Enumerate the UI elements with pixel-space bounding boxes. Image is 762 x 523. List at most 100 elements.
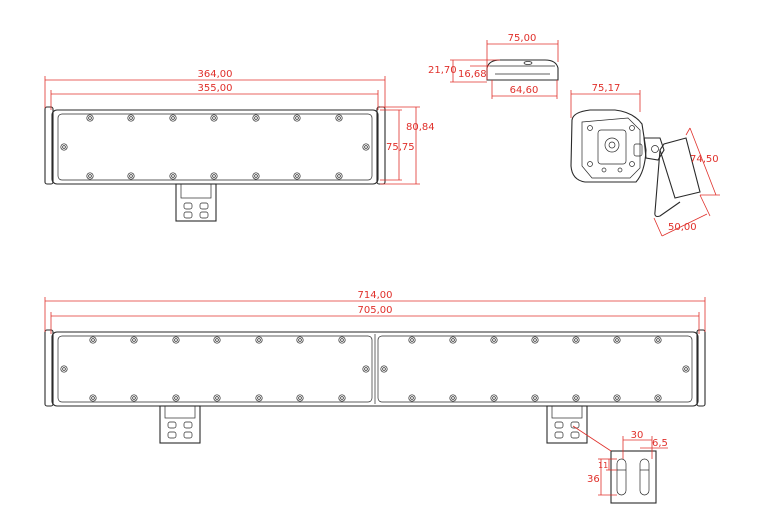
screw-head: [252, 114, 260, 122]
short-bar-dimensions: 364,00 355,00 80,84 75,75: [44, 69, 435, 185]
long-bar-lens-width-label: 705,00: [358, 305, 393, 316]
long-bar-overall-width-label: 714,00: [358, 290, 393, 301]
screw-center: [62, 367, 66, 371]
screw-center: [215, 338, 219, 342]
screw-center: [298, 396, 302, 400]
screw-center: [174, 338, 178, 342]
screw-center: [492, 338, 496, 342]
top-view-inner-height-label: 16,68: [458, 69, 487, 80]
short-bar-lens: [57, 113, 373, 181]
side-view-width-label: 75,17: [592, 83, 621, 94]
screw-center: [574, 396, 578, 400]
screw-head: [572, 394, 580, 402]
screw-center: [340, 338, 344, 342]
screw-head: [60, 143, 68, 151]
screw-head: [60, 365, 68, 373]
screw-head: [490, 336, 498, 344]
screw-head: [449, 336, 457, 344]
short-bar-overall-height-label: 80,84: [406, 122, 435, 133]
top-view-profile: [486, 59, 559, 81]
screw-head: [408, 394, 416, 402]
top-view-lens-width-label: 64,60: [510, 85, 539, 96]
screw-head: [338, 336, 346, 344]
screw-head: [362, 365, 370, 373]
screw-center: [91, 396, 95, 400]
screw-center: [656, 338, 660, 342]
screw-center: [337, 174, 341, 178]
bracket-detail-dimensions: 30 6,5 11 36: [572, 425, 668, 496]
screw-center: [410, 396, 414, 400]
long-bar-dimensions: 714,00 705,00: [44, 290, 706, 334]
bracket-width-label: 30: [631, 430, 644, 441]
bracket-slot-width-label: 6,5: [652, 438, 668, 449]
screw-center: [132, 338, 136, 342]
long-bar-screws: [60, 336, 690, 402]
screw-center: [88, 174, 92, 178]
screw-center: [451, 396, 455, 400]
screw-head: [293, 172, 301, 180]
screw-center: [257, 396, 261, 400]
long-bar-housing: [51, 331, 699, 407]
screw-center: [615, 396, 619, 400]
screw-center: [533, 396, 537, 400]
screw-head: [172, 394, 180, 402]
long-bar-mount-bracket-right: [546, 405, 588, 444]
screw-head: [89, 336, 97, 344]
screw-center: [129, 174, 133, 178]
screw-head: [169, 172, 177, 180]
screw-head: [380, 365, 388, 373]
screw-center: [132, 396, 136, 400]
screw-head: [293, 114, 301, 122]
screw-head: [654, 336, 662, 344]
top-view-width-label: 75,00: [508, 33, 537, 44]
short-bar-front-view: [44, 106, 386, 222]
screw-head: [127, 114, 135, 122]
screw-center: [129, 116, 133, 120]
bracket-slot-pitch-label: 11: [598, 461, 608, 470]
screw-head: [613, 394, 621, 402]
screw-head: [531, 394, 539, 402]
top-view-dimensions: 75,00 21,70 16,68 64,60: [428, 33, 559, 99]
screw-center: [88, 116, 92, 120]
bracket-height-label: 36: [587, 474, 600, 485]
screw-head: [255, 394, 263, 402]
screw-head: [490, 394, 498, 402]
bracket-detail-view: [610, 450, 657, 504]
long-bar-end-cap-left: [44, 329, 54, 407]
screw-center: [295, 116, 299, 120]
screw-center: [451, 338, 455, 342]
screw-head: [335, 114, 343, 122]
screw-head: [172, 336, 180, 344]
screw-head: [296, 394, 304, 402]
screw-head: [338, 394, 346, 402]
screw-center: [364, 367, 368, 371]
screw-center: [171, 174, 175, 178]
screw-center: [574, 338, 578, 342]
short-bar-overall-width-label: 364,00: [198, 69, 233, 80]
screw-center: [171, 116, 175, 120]
screw-head: [408, 336, 416, 344]
long-bar-end-cap-right: [696, 329, 706, 407]
screw-center: [364, 145, 368, 149]
screw-center: [656, 396, 660, 400]
screw-head: [531, 336, 539, 344]
side-view-housing: [570, 109, 701, 218]
screw-center: [62, 145, 66, 149]
screw-head: [127, 172, 135, 180]
long-bar-lens-right: [377, 335, 693, 403]
short-bar-lens-width-label: 355,00: [198, 83, 233, 94]
screw-head: [255, 336, 263, 344]
screw-head: [362, 143, 370, 151]
screw-head: [130, 336, 138, 344]
screw-center: [212, 116, 216, 120]
screw-center: [215, 396, 219, 400]
short-bar-lens-height-label: 75,75: [386, 142, 415, 153]
screw-center: [684, 367, 688, 371]
screw-head: [86, 172, 94, 180]
screw-head: [210, 172, 218, 180]
screw-head: [613, 336, 621, 344]
side-view-dimensions: 75,17 74,50 50,00: [570, 83, 720, 237]
screw-head: [654, 394, 662, 402]
screw-center: [254, 116, 258, 120]
